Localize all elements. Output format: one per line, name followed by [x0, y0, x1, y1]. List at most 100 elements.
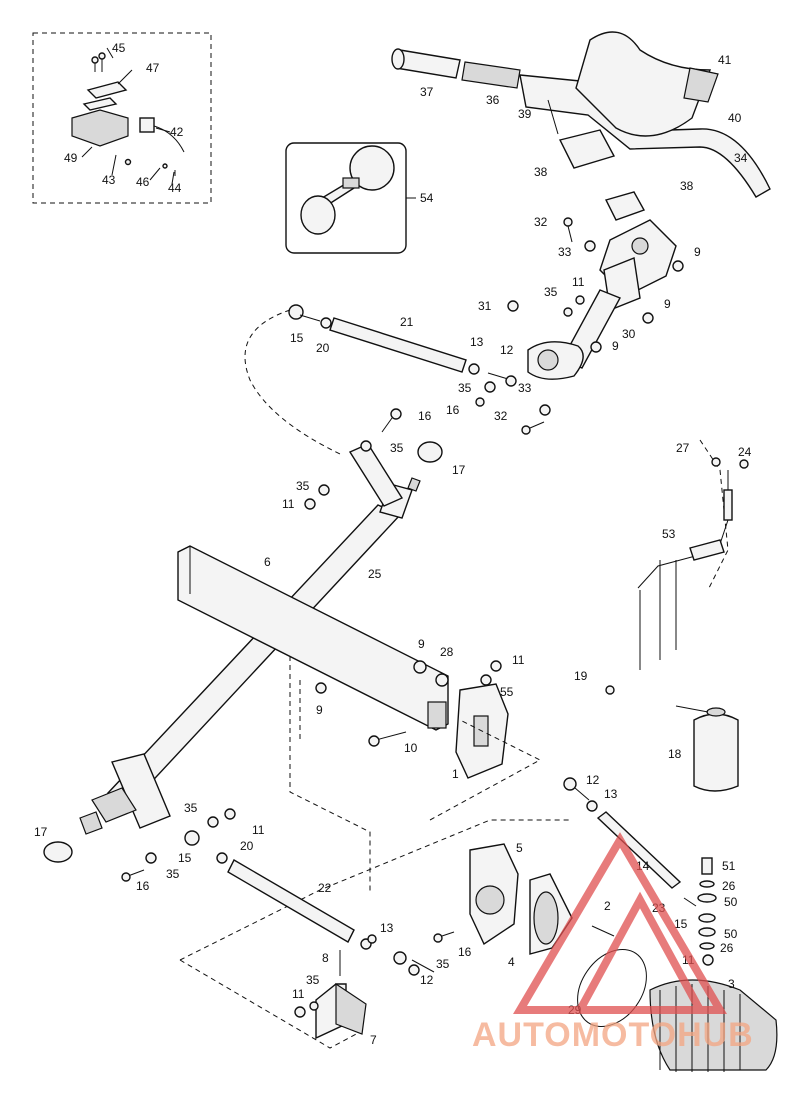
label-41: 41 — [718, 53, 732, 67]
label-45: 45 — [112, 41, 126, 55]
rubber-boot — [577, 949, 778, 1072]
label-53: 53 — [662, 527, 676, 541]
label-15-right: 15 — [674, 917, 688, 931]
label-17-top: 17 — [452, 463, 466, 477]
pitman-bracket — [294, 950, 367, 1040]
label-38-upper: 38 — [534, 165, 548, 179]
steering-shaft — [43, 441, 443, 863]
label-49: 49 — [64, 151, 78, 165]
throttle-cables — [605, 457, 749, 695]
label-43: 43 — [102, 173, 116, 187]
label-10: 10 — [404, 741, 418, 755]
label-27: 27 — [676, 441, 690, 455]
watermark-logo-icon — [513, 832, 727, 1014]
label-42: 42 — [170, 125, 184, 139]
cross-member — [177, 545, 509, 779]
tie-rod-upper — [244, 304, 517, 455]
watermark: AUTOMOTOHUB — [472, 832, 754, 1054]
label-31: 31 — [478, 299, 492, 313]
label-20-bottom: 20 — [240, 839, 254, 853]
label-3: 3 — [728, 977, 735, 991]
flange-and-clamp — [469, 843, 615, 955]
label-9-e: 9 — [316, 703, 323, 717]
label-35-g: 35 — [436, 957, 450, 971]
tie-rod-right — [563, 777, 682, 889]
label-13-right: 13 — [604, 787, 618, 801]
label-13-top: 13 — [470, 335, 484, 349]
label-21: 21 — [400, 315, 414, 329]
label-36: 36 — [486, 93, 500, 107]
label-33-top: 33 — [558, 245, 572, 259]
lubricant-can — [675, 705, 739, 792]
label-19: 19 — [574, 669, 588, 683]
label-33-bottom: 33 — [518, 381, 532, 395]
label-2: 2 — [604, 899, 611, 913]
label-7: 7 — [370, 1033, 377, 1047]
label-6: 6 — [264, 555, 271, 569]
label-46: 46 — [136, 175, 150, 189]
label-16-c: 16 — [136, 879, 150, 893]
label-44: 44 — [168, 181, 182, 195]
label-32-top: 32 — [534, 215, 548, 229]
switch-inset — [32, 32, 212, 204]
label-18: 18 — [668, 747, 682, 761]
label-20-top: 20 — [316, 341, 330, 355]
label-35-b: 35 — [458, 381, 472, 395]
label-40: 40 — [728, 111, 742, 125]
label-11-b: 11 — [282, 497, 295, 511]
label-37: 37 — [420, 85, 434, 99]
label-30: 30 — [622, 327, 636, 341]
label-47: 47 — [146, 61, 160, 75]
watermark-text: AUTOMOTOHUB — [472, 1016, 754, 1054]
label-12-top: 12 — [500, 343, 514, 357]
label-55: 55 — [500, 685, 514, 699]
label-17-bottom: 17 — [34, 825, 48, 839]
label-39: 39 — [518, 107, 532, 121]
label-50-top: 50 — [724, 895, 738, 909]
label-8: 8 — [322, 951, 329, 965]
fastener-stack — [683, 857, 717, 966]
label-24: 24 — [738, 445, 752, 459]
label-26-top: 26 — [722, 879, 736, 893]
horn-inset — [285, 142, 416, 254]
label-1: 1 — [452, 767, 459, 781]
label-9-d: 9 — [418, 637, 425, 651]
label-4: 4 — [508, 955, 515, 969]
dashed-guides — [179, 439, 729, 1049]
label-9-b: 9 — [664, 297, 671, 311]
label-16-a: 16 — [446, 403, 460, 417]
label-22: 22 — [318, 881, 332, 895]
label-11-c: 11 — [512, 653, 525, 667]
label-12-right: 12 — [586, 773, 600, 787]
label-35-a: 35 — [544, 285, 558, 299]
label-13-bottom: 13 — [380, 921, 394, 935]
label-38-lower: 38 — [680, 179, 694, 193]
label-11-d: 11 — [252, 823, 265, 837]
label-11-a: 11 — [572, 275, 585, 289]
label-28: 28 — [440, 645, 454, 659]
label-16-b: 16 — [418, 409, 432, 423]
fasteners — [121, 217, 684, 976]
label-9-a: 9 — [694, 245, 701, 259]
label-15-bottom: 15 — [178, 851, 192, 865]
label-35-e: 35 — [184, 801, 198, 815]
label-12-bottom: 12 — [420, 973, 434, 987]
label-35-c: 35 — [390, 441, 404, 455]
label-25: 25 — [368, 567, 382, 581]
label-26-bottom: 26 — [720, 941, 734, 955]
label-15-top: 15 — [290, 331, 304, 345]
label-54: 54 — [420, 191, 434, 205]
label-16-d: 16 — [458, 945, 472, 959]
label-32-bottom: 32 — [494, 409, 508, 423]
label-5: 5 — [516, 841, 523, 855]
label-35-h: 35 — [306, 973, 320, 987]
handlebar — [391, 31, 771, 198]
label-11-f: 11 — [292, 987, 305, 1001]
label-9-c: 9 — [612, 339, 619, 353]
label-34: 34 — [734, 151, 748, 165]
label-50-bottom: 50 — [724, 927, 738, 941]
label-51: 51 — [722, 859, 736, 873]
label-35-f: 35 — [166, 867, 180, 881]
